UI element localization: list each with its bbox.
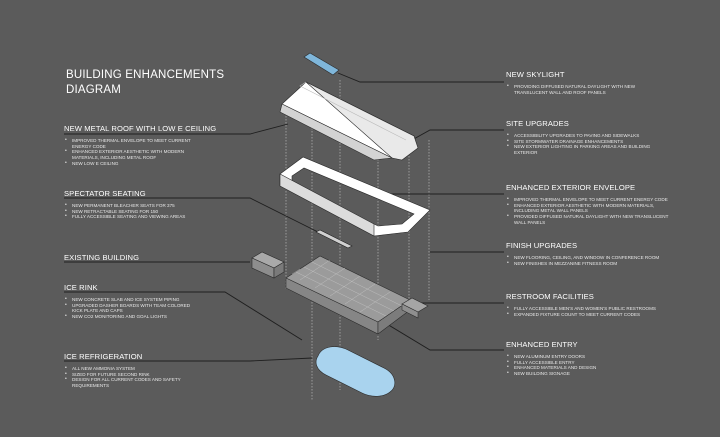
list-item: EXPANDED FIXTURE COUNT TO MEET CURRENT C… bbox=[506, 312, 689, 318]
ice-sheet bbox=[315, 346, 396, 397]
envelope-wall-side bbox=[279, 173, 375, 237]
exterior-envelope bbox=[279, 156, 431, 237]
callout-heading: NEW METAL ROOF WITH LOW E CEILING bbox=[64, 124, 217, 133]
list-item: ENHANCED MATERIALS AND DESIGN bbox=[506, 365, 681, 371]
leader-line-entry bbox=[371, 314, 504, 351]
list-item: NEW BUILDING SIGNAGE bbox=[506, 371, 681, 377]
list-item: NEW FINISHES IN MEZZANINE FITNESS ROOM bbox=[506, 261, 689, 267]
list-item: NEW PERMANENT BLEACHER SEATS FOR 375 bbox=[64, 203, 244, 209]
existing-building bbox=[251, 251, 285, 279]
list-item: NEW LOW E CEILING bbox=[64, 161, 192, 167]
callout-spectator-seating: SPECTATOR SEATING NEW PERMANENT BLEACHER… bbox=[64, 189, 244, 220]
list-item: NEW FLOORING, CEILING, AND WINDOW IN CON… bbox=[506, 255, 689, 261]
rink-framing-lines bbox=[291, 259, 403, 317]
metal-roof bbox=[279, 81, 419, 161]
title-line-2: DIAGRAM bbox=[66, 84, 122, 96]
list-item: IMPROVED THERMAL ENVELOPE TO MEET CURREN… bbox=[506, 197, 674, 203]
list-item: FULLY ACCESSIBLE MEN'S AND WOMEN'S PUBLI… bbox=[506, 306, 689, 312]
callout-existing-building: EXISTING BUILDING bbox=[64, 253, 244, 262]
roof-ridge bbox=[299, 81, 407, 141]
list-item: ALL NEW AMMONIA SYSTEM bbox=[64, 366, 182, 372]
restroom-block-front bbox=[401, 303, 419, 319]
list-item: ENHANCED EXTERIOR AESTHETIC WITH MODERN … bbox=[506, 203, 674, 214]
list-item: SIZED FOR FUTURE SECOND RINK bbox=[64, 372, 182, 378]
callout-ice-rink: ICE RINK NEW CONCRETE SLAB AND ICE SYSTE… bbox=[64, 283, 244, 320]
callout-restroom-facilities: RESTROOM FACILITIES FULLY ACCESSIBLE MEN… bbox=[506, 292, 681, 317]
callout-heading: ENHANCED ENTRY bbox=[506, 340, 578, 349]
ice-refrigeration-slab bbox=[315, 346, 396, 397]
list-item: FULLY ACCESSIBLE SEATING AND VIEWING ARE… bbox=[64, 214, 244, 220]
callout-heading: RESTROOM FACILITIES bbox=[506, 292, 594, 301]
diagram-title: BUILDING ENHANCEMENTS DIAGRAM bbox=[66, 68, 224, 98]
list-item: NEW CO2 MONITORING AND GOAL LIGHTS bbox=[64, 314, 192, 320]
list-item: SITE STORMWATER DRAINAGE ENHANCEMENTS bbox=[506, 139, 664, 145]
roof-plane-right bbox=[305, 81, 419, 161]
ice-rink-building bbox=[285, 255, 429, 335]
callout-heading: EXISTING BUILDING bbox=[64, 253, 140, 262]
leader-line-site bbox=[411, 129, 504, 141]
leader-line-rink bbox=[64, 291, 303, 341]
leader-line-refrigeration bbox=[64, 357, 313, 362]
callout-finish-upgrades: FINISH UPGRADES NEW FLOORING, CEILING, A… bbox=[506, 241, 681, 266]
leader-line-seating bbox=[64, 197, 319, 233]
callout-heading: ENHANCED EXTERIOR ENVELOPE bbox=[506, 183, 636, 192]
list-item: IMPROVED THERMAL ENVELOPE TO MEET CURREN… bbox=[64, 138, 192, 149]
title-line-1: BUILDING ENHANCEMENTS bbox=[66, 69, 225, 81]
callout-heading: SITE UPGRADES bbox=[506, 119, 569, 128]
callout-heading: ICE REFRIGERATION bbox=[64, 352, 143, 361]
list-item: NEW ALUMINUM ENTRY DOORS bbox=[506, 354, 681, 360]
callout-new-skylight: NEW SKYLIGHT PROVIDING DIFFUSED NATURAL … bbox=[506, 70, 681, 95]
mezzanine-side bbox=[273, 261, 285, 279]
leader-line-roof bbox=[64, 123, 289, 135]
callout-exterior-envelope: ENHANCED EXTERIOR ENVELOPE IMPROVED THER… bbox=[506, 183, 681, 226]
callout-heading: FINISH UPGRADES bbox=[506, 241, 578, 250]
list-item: DESIGN FOR ALL CURRENT CODES AND SAFETY … bbox=[64, 377, 182, 388]
roof-fascia bbox=[279, 103, 394, 161]
callout-heading: ICE RINK bbox=[64, 283, 98, 292]
list-item: PROVIDED DIFFUSED NATURAL DAYLIGHT WITH … bbox=[506, 214, 674, 225]
list-item: UPGRADED DASHER BOARDS WITH TEAM COLORED… bbox=[64, 303, 192, 314]
list-item: PROVIDING DIFFUSED NATURAL DAYLIGHT WITH… bbox=[506, 84, 654, 95]
list-item: NEW EXTERIOR LIGHTING IN PARKING AREAS A… bbox=[506, 144, 664, 155]
callout-metal-roof: NEW METAL ROOF WITH LOW E CEILING IMPROV… bbox=[64, 124, 244, 167]
skylight-panel bbox=[303, 52, 340, 76]
list-item: NEW RETRACTABLE SEATING FOR 150 bbox=[64, 209, 244, 215]
callout-ice-refrigeration: ICE REFRIGERATION ALL NEW AMMONIA SYSTEM… bbox=[64, 352, 244, 389]
list-item: ACCESSIBILITY UPGRADES TO PAVING AND SID… bbox=[506, 133, 664, 139]
leader-line-skylight bbox=[337, 72, 504, 83]
list-item: FULLY ACCESSIBLE ENTRY bbox=[506, 360, 681, 366]
list-item: ENHANCED EXTERIOR AESTHETIC WITH MODERN … bbox=[64, 149, 192, 160]
spectator-seating bbox=[315, 229, 353, 249]
callout-enhanced-entry: ENHANCED ENTRY NEW ALUMINUM ENTRY DOORS … bbox=[506, 340, 681, 377]
leader-lines bbox=[64, 72, 504, 362]
callout-heading: NEW SKYLIGHT bbox=[506, 70, 565, 79]
callout-site-upgrades: SITE UPGRADES ACCESSIBILITY UPGRADES TO … bbox=[506, 119, 681, 156]
callout-heading: SPECTATOR SEATING bbox=[64, 189, 146, 198]
list-item: NEW CONCRETE SLAB AND ICE SYSTEM PIPING bbox=[64, 297, 192, 303]
